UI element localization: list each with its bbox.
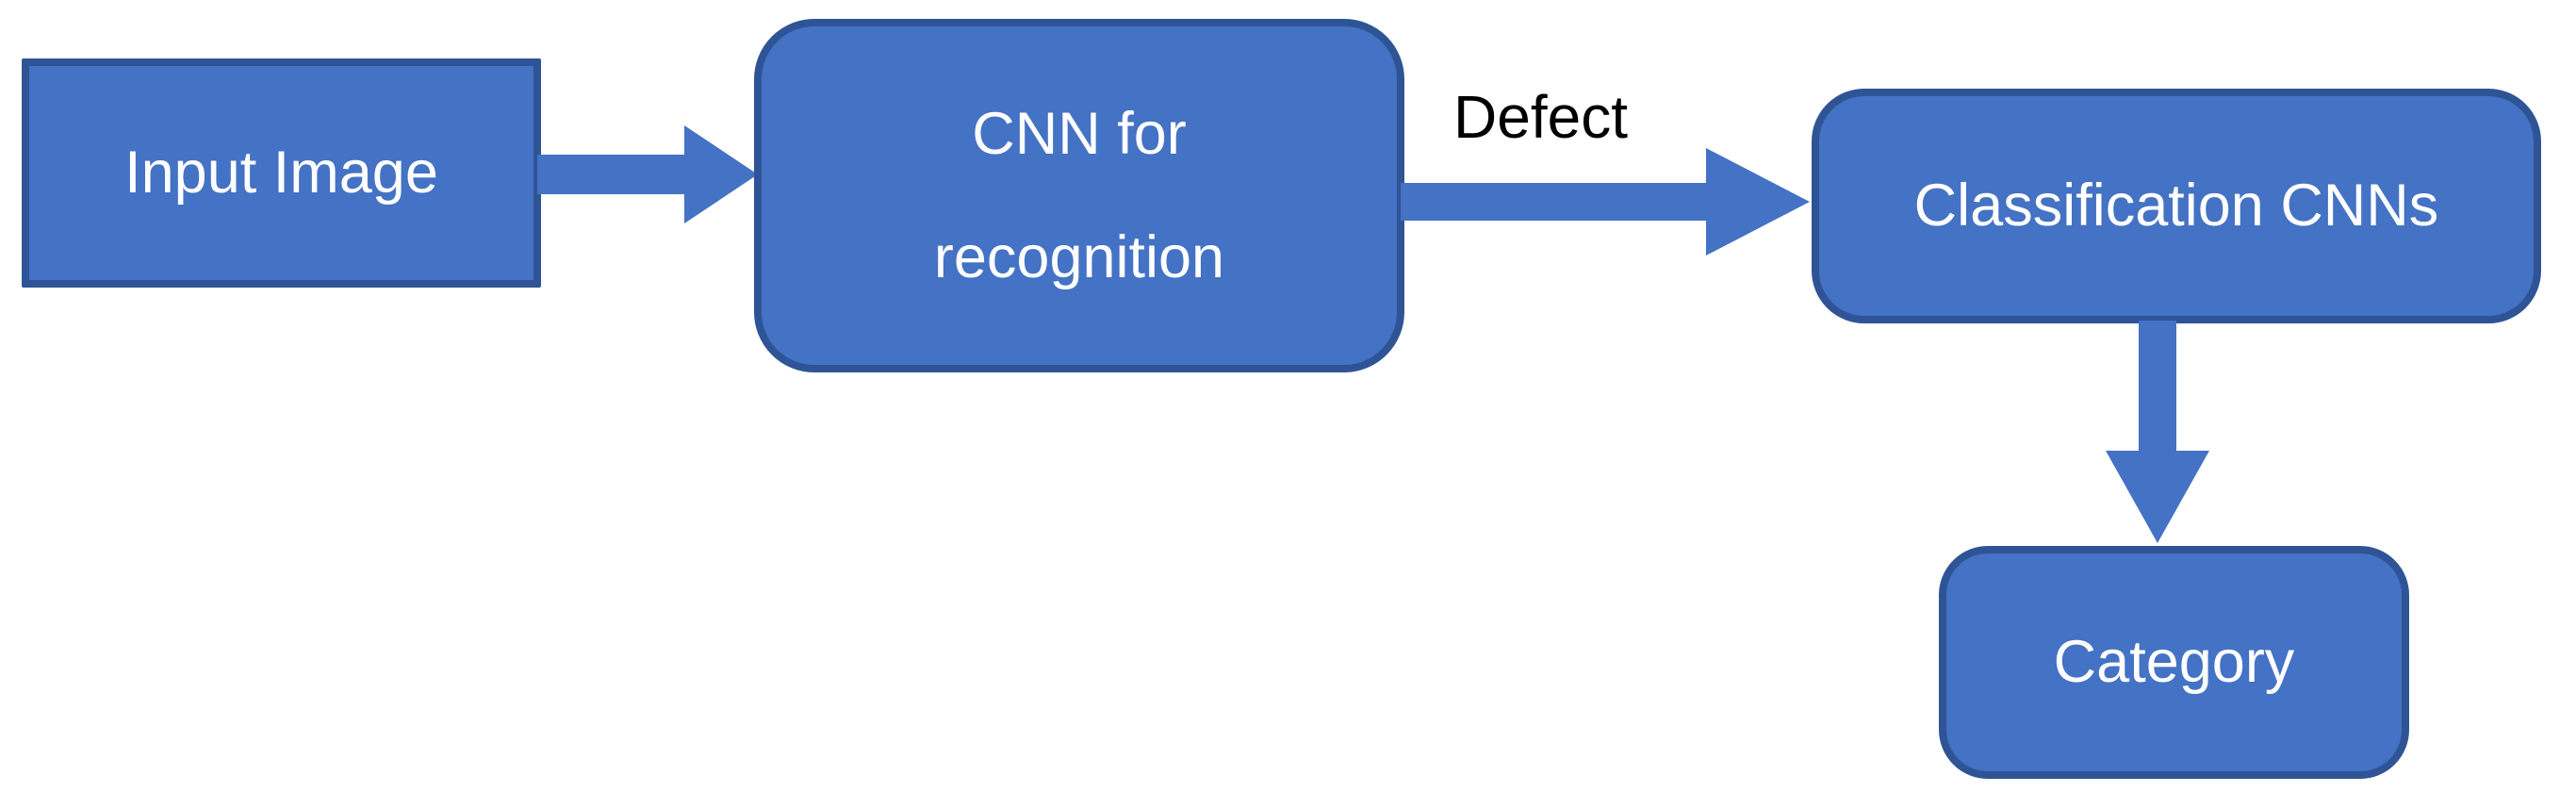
node-input-image: Input Image <box>22 58 541 288</box>
arrow-input-to-cnn-stem <box>537 155 686 194</box>
node-classification-cnns: Classification CNNs <box>1812 89 2541 323</box>
arrow-cnn-to-classification-stem <box>1401 183 1708 221</box>
arrow-right-icon <box>684 125 758 223</box>
node-cnn-label-line2: recognition <box>933 223 1225 290</box>
edge-label-defect: Defect <box>1453 83 1628 151</box>
node-category: Category <box>1939 546 2409 779</box>
node-category-label: Category <box>2053 629 2295 696</box>
arrow-right-icon <box>1706 148 1810 256</box>
node-classification-cnns-label: Classification CNNs <box>1913 173 2439 239</box>
node-cnn-for-recognition: CNN for recognition <box>754 19 1404 372</box>
node-cnn-label-line1: CNN for <box>972 101 1187 168</box>
node-input-image-label: Input Image <box>124 140 438 206</box>
arrow-down-icon <box>2106 451 2209 543</box>
arrow-classification-to-category-stem <box>2139 321 2176 453</box>
